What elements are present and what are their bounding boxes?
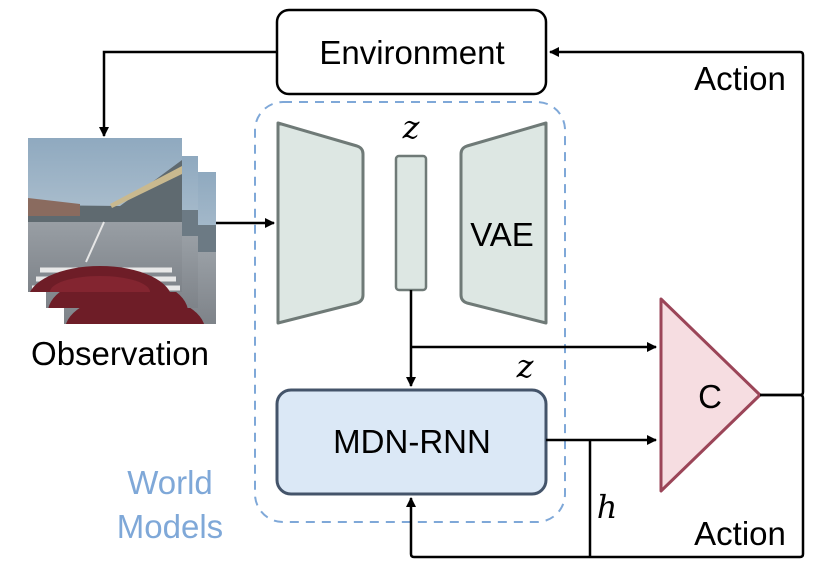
edge-action-to-mdn-rnn: [406, 393, 805, 559]
vae-encoder-shape: [276, 121, 365, 325]
vae-latent-bar: [394, 154, 428, 292]
vae-latent-label: z: [402, 108, 421, 146]
world-models-label-line1: World: [127, 464, 213, 501]
h-label: h: [597, 488, 618, 526]
connectors: [99, 47, 805, 559]
environment-label: Environment: [319, 34, 504, 71]
z-to-controller-label: z: [516, 347, 535, 385]
mdn-rnn-label: MDN-RNN: [333, 423, 491, 460]
mdn-rnn-box: [275, 388, 548, 496]
vae-decoder-shape: [459, 121, 548, 325]
world-models-label-line2: Models: [117, 508, 223, 545]
controller-shape: [659, 297, 762, 493]
action-label-bottom: Action: [694, 515, 786, 552]
edge-environment-to-observation: [99, 50, 277, 137]
observation-label: Observation: [31, 335, 209, 372]
observation-frames: [28, 138, 216, 324]
vae-label: VAE: [470, 216, 534, 253]
controller-label: C: [698, 378, 722, 415]
observation-frame-front: [28, 138, 182, 292]
action-label-top: Action: [694, 60, 786, 97]
